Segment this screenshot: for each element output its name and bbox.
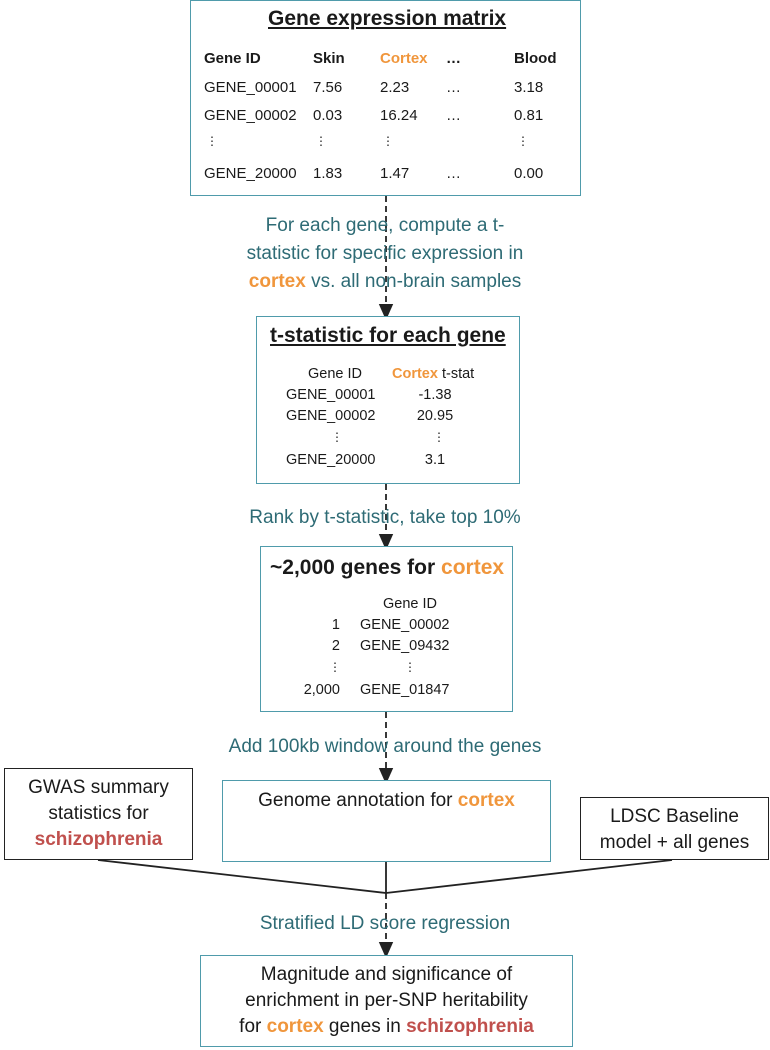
tstat-header-cortex-tstat: Cortex t-stat [392,366,475,382]
expression-matrix-box [190,0,581,196]
tstat-row-1-id: GENE_00001 [286,387,376,403]
matrix-header-ellipsis: … [446,50,461,67]
gwas-text: GWAS summary statistics for schizophreni… [28,777,169,850]
result-text: Magnitude and significance of enrichment… [239,964,534,1037]
step-ldsc: Stratified LD score regression [259,913,511,934]
top-genes-row-2-id: GENE_09432 [360,638,450,654]
tstat-row-1-value: -1.38 [418,387,452,403]
tstat-row-3-value: 3.1 [424,452,446,468]
step-rank: Rank by t-statistic, take top 10% [249,507,521,528]
ldsc-baseline-text: LDSC Baseline model + all genes [599,806,750,853]
genome-annotation-title: Genome annotation for cortex [258,790,515,811]
tstat-header-gene-id: Gene ID [308,366,362,382]
top-genes-vdots-1: ⋮ [329,660,341,674]
tstat-row-3-id: GENE_20000 [286,452,376,468]
step-add-window: Add 100kb window around the genes [228,736,542,757]
ldsc-baseline-box [580,797,769,860]
matrix-vdots-1: ⋮ [206,134,218,148]
matrix-row-3-cortex: 1.47 [380,165,410,182]
top-genes-row-3-rank: 2,000 [303,682,340,698]
merge-right [385,859,673,894]
matrix-vdots-3: ⋮ [382,134,394,148]
tstat-vdots-2: ⋮ [433,430,445,444]
top-genes-header: Gene ID [383,596,437,612]
matrix-header-skin: Skin [313,50,345,67]
matrix-vdots-2: ⋮ [315,134,327,148]
step-compute-tstat: For each gene, compute a t- statistic fo… [246,215,524,292]
matrix-row-3-skin: 1.83 [313,165,343,182]
merge-left [97,859,387,894]
matrix-header-cortex: Cortex [380,50,428,67]
matrix-header-blood: Blood [514,50,557,67]
top-genes-row-3-id: GENE_01847 [360,682,450,698]
matrix-row-1-cortex: 2.23 [380,79,410,96]
matrix-row-1-id: GENE_00001 [204,79,297,96]
matrix-row-3-ellipsis: … [446,165,461,182]
tstat-box [256,316,520,484]
matrix-row-3-blood: 0.00 [514,165,544,182]
result-box [200,955,573,1047]
top-genes-title: ~2,000 genes for cortex [270,556,505,579]
tstat-vdots-1: ⋮ [331,430,343,444]
matrix-row-2-id: GENE_00002 [204,107,297,124]
matrix-header-gene-id: Gene ID [204,50,261,67]
gwas-box [4,768,193,860]
matrix-vdots-4: ⋮ [517,134,529,148]
top-genes-vdots-2: ⋮ [404,660,416,674]
tstat-row-2-value: 20.95 [416,408,454,424]
matrix-title: Gene expression matrix [268,7,507,30]
matrix-row-1-skin: 7.56 [313,79,343,96]
top-genes-row-1-id: GENE_00002 [360,617,450,633]
matrix-row-1-ellipsis: … [446,79,461,96]
top-genes-row-2-rank: 2 [331,638,340,654]
tstat-title: t-statistic for each gene [270,324,506,347]
top-genes-row-1-rank: 1 [331,617,340,633]
matrix-row-2-skin: 0.03 [313,107,343,124]
matrix-row-2-blood: 0.81 [514,107,544,124]
tstat-row-2-id: GENE_00002 [286,408,376,424]
matrix-row-2-cortex: 16.24 [380,107,418,124]
matrix-row-1-blood: 3.18 [514,79,544,96]
matrix-row-2-ellipsis: … [446,107,461,124]
matrix-row-3-id: GENE_20000 [204,165,297,182]
genome-annotation-box [222,780,551,862]
top-genes-box [260,546,513,712]
